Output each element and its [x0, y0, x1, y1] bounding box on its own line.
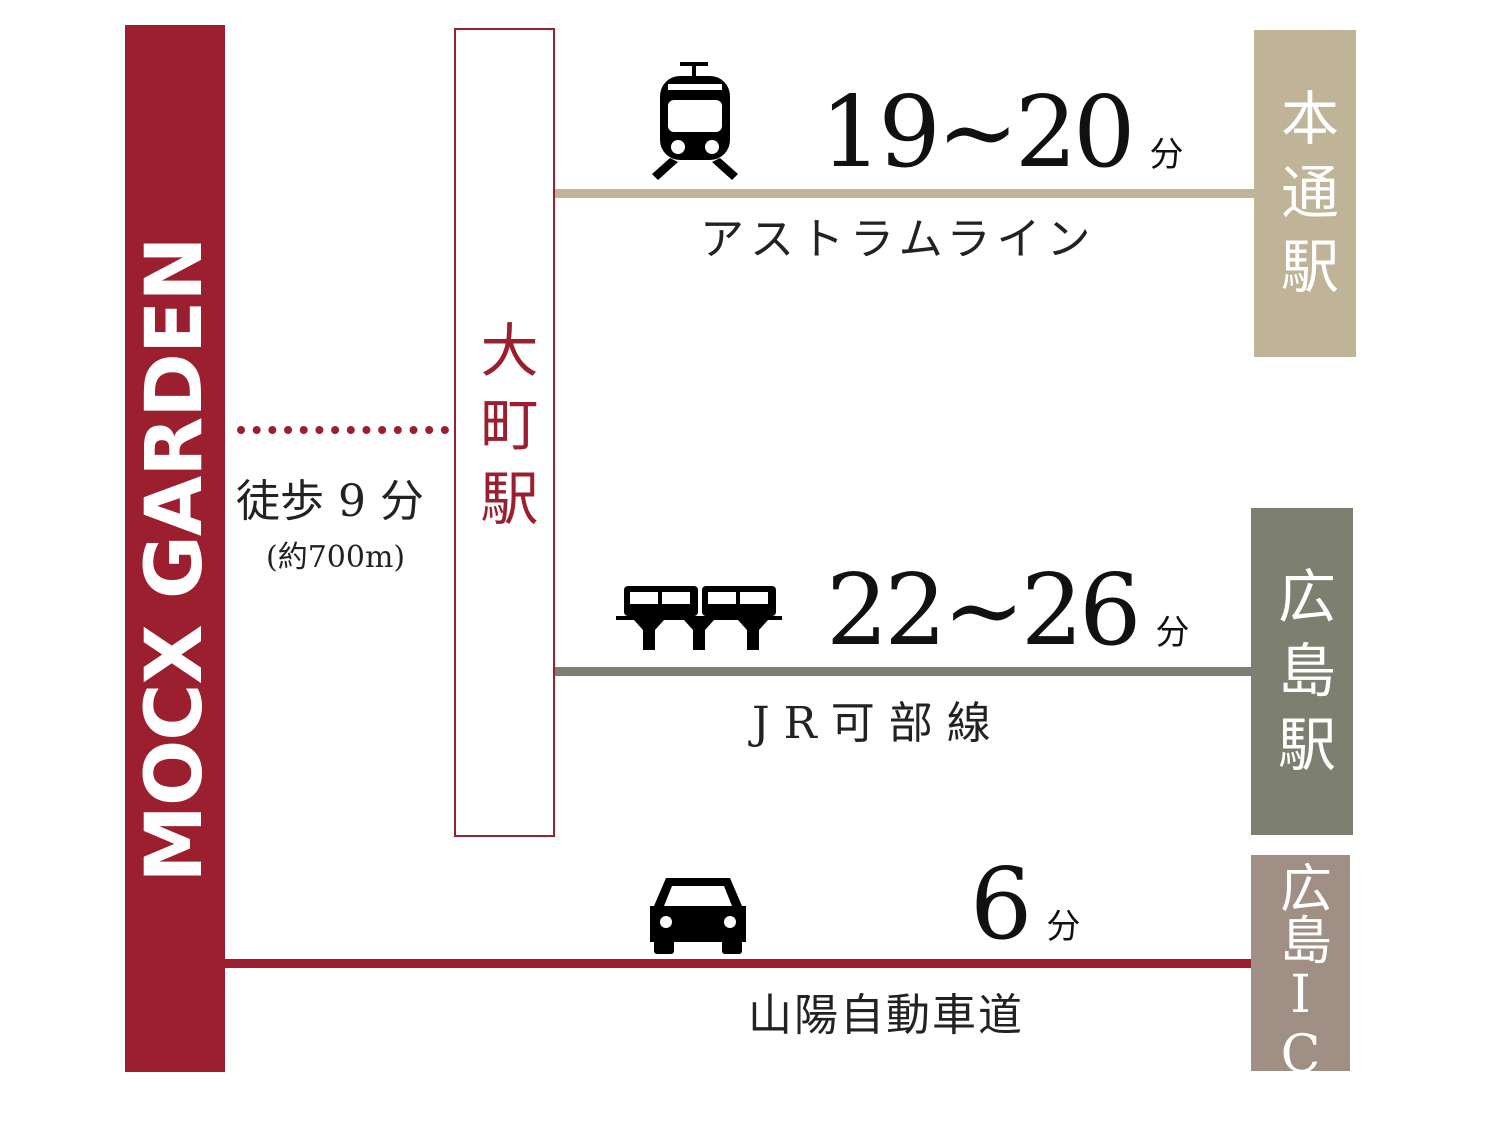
route-time-unit: 分	[1155, 613, 1190, 653]
destination-hiroshima-station: 広島駅	[1251, 508, 1353, 835]
jr-kabe-line	[555, 667, 1251, 676]
route-line-name: JR可部線	[752, 698, 1005, 749]
route-time: 19~20	[820, 76, 1136, 190]
destination-hondori: 本通駅	[1254, 30, 1356, 357]
origin-station-name: 大町駅	[470, 320, 539, 542]
property-bar: MOCX GARDEN	[125, 25, 225, 1072]
tram-icon	[652, 62, 738, 180]
route-time: 22~26	[826, 554, 1142, 668]
route-line-name: 山陽自動車道	[748, 990, 1024, 1041]
monorail-icon	[616, 586, 782, 650]
route-time-group: 19~20 分	[820, 84, 1184, 182]
route-time-group: 6 分	[970, 856, 1080, 954]
route-time-unit: 分	[1149, 135, 1184, 175]
astram-line	[555, 189, 1255, 198]
walk-time: 徒歩 9 分	[236, 476, 424, 527]
property-name: MOCX GARDEN	[130, 237, 220, 883]
destination-hiroshima-ic: 広島IC	[1251, 855, 1350, 1085]
expressway-line	[225, 959, 1251, 968]
route-time-unit: 分	[1046, 907, 1081, 947]
destination-label: 広島IC	[1270, 861, 1331, 1085]
route-time: 6	[970, 848, 1032, 962]
car-icon	[650, 878, 746, 954]
route-line-name: アストラムライン	[700, 214, 1097, 265]
origin-station-box: 大町駅	[454, 28, 555, 837]
destination-label: 本通駅	[1271, 88, 1339, 310]
route-time-group: 22~26 分	[826, 562, 1190, 660]
walk-dotted-line	[237, 426, 449, 434]
destination-label: 広島駅	[1268, 566, 1336, 788]
walk-distance: (約700m)	[266, 540, 406, 575]
